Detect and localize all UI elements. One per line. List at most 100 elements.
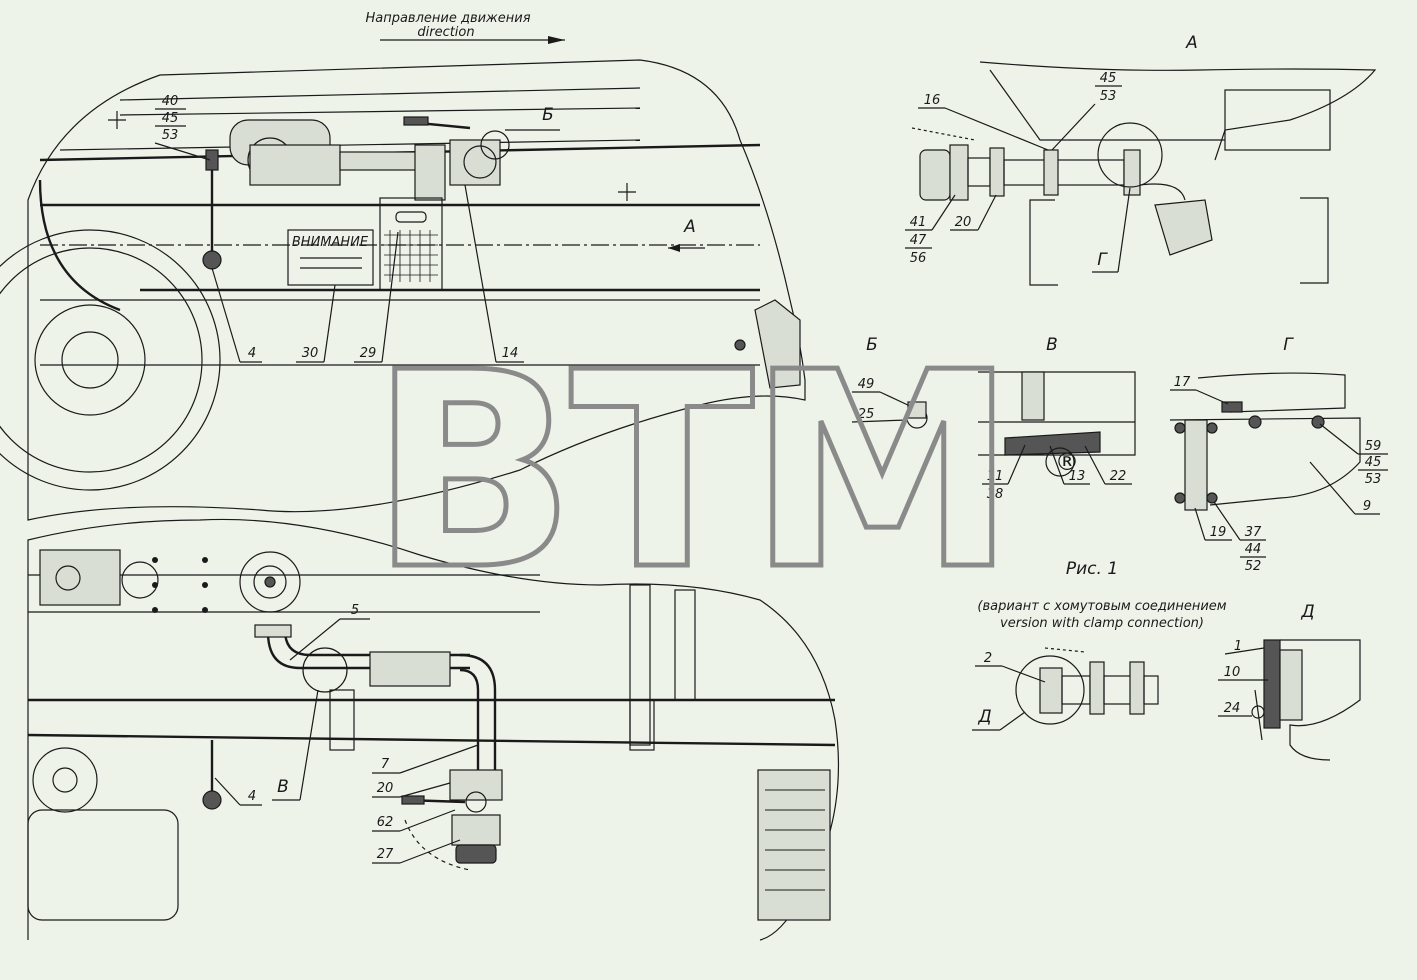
callout-view-v-leader — [299, 689, 319, 801]
direction-header: Направление движения direction — [365, 11, 565, 44]
view-d-body — [1280, 639, 1361, 761]
variant-coupling — [1039, 667, 1063, 714]
callout-25-leader — [851, 419, 908, 423]
callout-20-a: 20 — [955, 215, 972, 230]
lower-clamp-2 — [629, 699, 655, 751]
lower-valve-port — [465, 791, 487, 813]
watermark-registered-mark: ® — [1055, 448, 1079, 476]
wheel-tire — [0, 247, 203, 473]
wheel-rim — [34, 304, 146, 416]
receiver-outer — [239, 551, 301, 613]
view-a-flange-2 — [989, 147, 1005, 197]
view-v-title: В — [1046, 335, 1058, 355]
upper-view-boundary — [27, 59, 806, 521]
view-a-tank-lower — [989, 69, 1225, 141]
rear-light — [754, 299, 801, 389]
valve-port — [463, 145, 497, 179]
view-d-pin — [1254, 689, 1263, 741]
valve-body — [414, 144, 446, 201]
lower-clamp-1 — [329, 689, 355, 751]
lower-view-boundary — [27, 518, 840, 941]
fender — [38, 179, 121, 312]
view-g-bolt-3 — [1174, 492, 1186, 504]
rear-light-bolt — [734, 339, 746, 351]
callout-view-b: Б — [542, 105, 554, 125]
view-a-tank-outline — [979, 61, 1377, 161]
callout-20-lower-leader — [399, 782, 451, 798]
detail-b-mark — [480, 130, 510, 160]
detail-v-circle — [302, 647, 348, 693]
view-g-bolt-1 — [1174, 422, 1186, 434]
btm-watermark: BTM ® — [368, 312, 1080, 632]
callout-17-leader — [1195, 389, 1229, 405]
callout-38: 38 — [987, 487, 1004, 502]
figure-caption: Рис. 1 — [1066, 559, 1118, 579]
grid-box-mesh — [384, 230, 438, 282]
callout-2: 2 — [984, 651, 992, 666]
view-v-registered-circle — [1045, 447, 1075, 477]
callout-10: 10 — [1224, 665, 1241, 680]
callout-62-leader — [399, 809, 456, 832]
direction-label-ru: Направление движения — [365, 11, 530, 26]
lower-tank-hub — [52, 767, 78, 793]
body-line-1 — [119, 87, 641, 101]
lower-valve-block — [449, 769, 503, 801]
view-a-pipe-2 — [1003, 159, 1125, 186]
callout-53-leader — [154, 142, 211, 161]
variant-clamp-view: (вариант с хомутовым соединением version… — [972, 599, 1227, 731]
view-g: Г 17 59 45 53 9 19 37 44 52 — [1169, 335, 1388, 574]
callout-9: 9 — [1363, 499, 1371, 514]
callout-13: 13 — [1069, 469, 1086, 484]
lower-tank — [32, 747, 98, 813]
callout-52: 52 — [1245, 559, 1262, 574]
callout-53: 53 — [162, 128, 179, 143]
valve-handle-grip — [403, 116, 429, 126]
grid-box-slot — [395, 211, 427, 223]
callout-53-g: 53 — [1365, 472, 1382, 487]
lower-coupling-cap — [455, 844, 497, 864]
valve-block — [449, 139, 501, 186]
callout-41-leader — [931, 194, 956, 231]
direction-label-en: direction — [417, 25, 474, 40]
lower-post-2 — [674, 589, 696, 701]
lower-bracket — [757, 769, 831, 921]
callout-4-lower: 4 — [248, 789, 256, 804]
view-a-flange-3 — [1043, 149, 1059, 196]
callout-49-leader — [879, 391, 911, 407]
bolt-column — [152, 557, 208, 613]
body-line-3 — [59, 139, 641, 151]
view-d-gasket — [1263, 639, 1281, 729]
direction-arrow-head-icon — [548, 36, 565, 44]
view-g-title: Г — [1283, 335, 1294, 355]
callout-19-leader — [1194, 507, 1206, 541]
main-upper-view: ВНИМАНИЕ А Б 40 45 53 — [0, 59, 806, 521]
view-g-frame — [1169, 417, 1361, 506]
view-d-title: Д — [1300, 602, 1314, 622]
view-a-bracket — [1224, 89, 1331, 151]
callout-view-v-lower: В — [277, 777, 289, 797]
callout-25: 25 — [858, 407, 875, 422]
view-a-flange-4 — [1123, 149, 1141, 196]
lower-pipe-collar — [254, 624, 292, 638]
view-a-hose — [1139, 183, 1186, 201]
view-a-flange-1 — [949, 144, 969, 201]
callout-14: 14 — [502, 346, 519, 361]
callout-44: 44 — [1245, 542, 1262, 557]
view-a: А 16 45 53 41 47 56 20 Г — [905, 33, 1377, 286]
view-g-bracket — [1184, 419, 1208, 511]
callout-29: 29 — [360, 346, 377, 361]
callout-11: 11 — [987, 469, 1004, 484]
view-g-bolt-2 — [1206, 422, 1218, 434]
callout-1-leader — [1224, 647, 1265, 655]
lower-battery-box — [27, 809, 179, 921]
pipe-coupling — [249, 144, 341, 186]
callout-37: 37 — [1245, 525, 1262, 540]
view-a-valve — [1154, 199, 1213, 256]
callout-5: 5 — [351, 603, 359, 618]
callout-7-leader — [399, 744, 479, 774]
view-b-clamp — [907, 401, 927, 419]
callout-4-upper: 4 — [248, 346, 256, 361]
callout-17: 17 — [1174, 375, 1191, 390]
callout-2-leader — [1001, 665, 1046, 683]
